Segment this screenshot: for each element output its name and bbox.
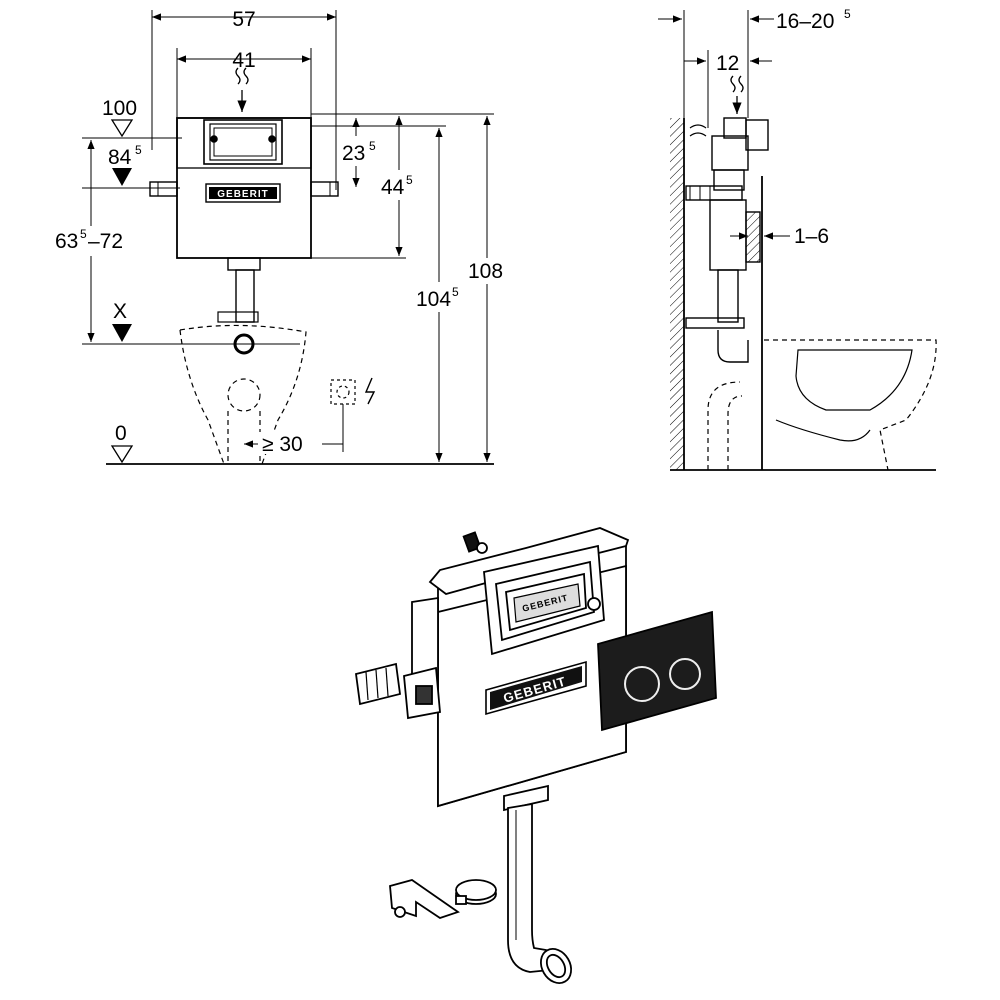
min-distance-label: ≥ 30 [262, 433, 303, 456]
dimension-depth-range [658, 10, 774, 118]
offset-main: 23 [342, 142, 365, 165]
dimension-width-inner-label: 41 [232, 49, 255, 72]
water-supply-icon [235, 67, 249, 112]
wall-section [670, 118, 684, 470]
level-x-marker [112, 324, 132, 342]
side-view: 16–20 5 12 [658, 7, 937, 471]
dimension-depth-inner [684, 50, 772, 128]
actuator-level-sup: 5 [135, 143, 142, 157]
level-x-label: X [113, 300, 127, 323]
flush-range-a: 63 [55, 230, 78, 253]
mounting-bracket-part [389, 879, 460, 919]
toilet-bowl-front [179, 324, 307, 465]
cistern-height-sup: 5 [406, 173, 413, 187]
level-zero-label: 0 [115, 422, 127, 445]
service-frame: GEBERIT [483, 544, 605, 656]
cistern-height-main: 44 [381, 176, 405, 199]
brand-logo-front: GEBERIT [205, 183, 281, 203]
depth-inner-label: 12 [716, 52, 739, 75]
outlet-pipe [503, 784, 572, 984]
front-view: 57 41 100 84 5 63 [52, 8, 510, 465]
cover-range-label: 1–6 [794, 225, 829, 248]
height-total-label: 108 [468, 260, 503, 283]
dimension-height-total [311, 113, 494, 462]
dimension-actuator-level: 84 5 [82, 143, 180, 189]
level-top-marker [110, 119, 134, 138]
depth-range-sup: 5 [844, 7, 851, 21]
level-top-label: 100 [102, 97, 137, 120]
height-mid-main: 104 [416, 288, 451, 311]
inlet-valve-icon [462, 531, 488, 554]
water-supply-side-icon [730, 75, 744, 114]
offset-sup: 5 [369, 139, 376, 153]
flush-range-label: 63 5 –72 [52, 226, 136, 256]
depth-range-main: 16–20 [776, 10, 834, 33]
cistern-front: GEBERIT [149, 117, 339, 355]
level-zero-marker [110, 445, 134, 464]
dimension-width-outer [151, 10, 337, 190]
actuator-level-main: 84 [108, 146, 132, 169]
dimension-width-inner [176, 48, 312, 118]
cistern-side [685, 117, 790, 470]
flush-range-b: –72 [88, 230, 123, 253]
pipe-clamp-part [455, 879, 497, 905]
height-mid-sup: 5 [452, 285, 459, 299]
flush-range-sup: 5 [80, 227, 87, 241]
left-bracket [355, 596, 441, 720]
electrical-socket-icon [330, 377, 376, 405]
product-illustration: GEBERIT GEBERIT [355, 527, 717, 984]
flush-plate [597, 610, 717, 732]
toilet-bowl-side [707, 339, 937, 471]
dimension-width-outer-label: 57 [232, 8, 255, 31]
brand-front-text: GEBERIT [217, 189, 268, 200]
